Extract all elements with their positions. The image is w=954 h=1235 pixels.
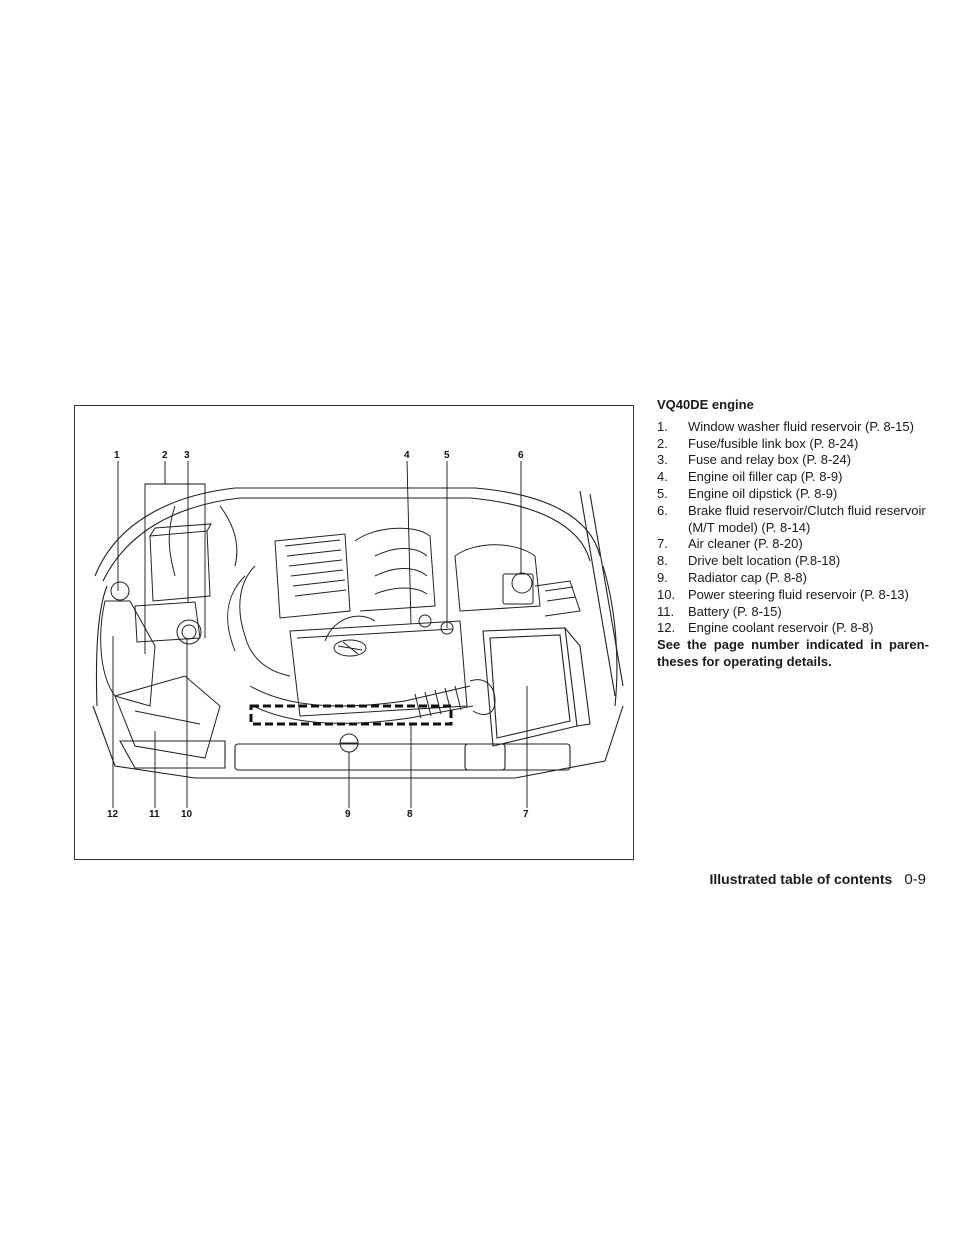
item-number: 5. — [657, 485, 668, 501]
list-item: 4. Engine oil filler cap (P. 8-9) — [657, 469, 929, 486]
engine-illustration: 1 2 3 4 5 6 12 11 10 9 8 7 — [92, 450, 624, 820]
list-item: 10. Power steering fluid reservoir (P. 8-… — [657, 587, 929, 604]
callout-12: 12 — [107, 809, 119, 820]
item-text: Fuse and relay box (P. 8-24) — [688, 452, 852, 468]
item-number: 3. — [657, 452, 668, 468]
engine-legend: VQ40DE engine 1. Window washer fluid rese… — [657, 397, 929, 671]
list-item: 1. Window washer fluid reservoir (P. 8-15… — [657, 419, 929, 436]
list-item: 11. Battery (P. 8-15) — [657, 604, 929, 621]
callout-9: 9 — [345, 809, 351, 820]
legend-list: 1. Window washer fluid reservoir (P. 8-15… — [657, 419, 929, 637]
list-item: 5. Engine oil dipstick (P. 8-9) — [657, 486, 929, 503]
callout-1: 1 — [114, 450, 120, 461]
list-item: 12. Engine coolant reservoir (P. 8-8) — [657, 620, 929, 637]
item-text: Window washer fluid reservoir (P. 8-15) — [688, 418, 914, 434]
list-item: 2. Fuse/fusible link box (P. 8-24) — [657, 436, 929, 453]
operating-details-note: See the page number indicated in paren-t… — [657, 637, 929, 669]
page-number: 0-9 — [904, 871, 926, 888]
callout-7: 7 — [523, 809, 529, 820]
engine-compartment-figure: 1 2 3 4 5 6 12 11 10 9 8 7 — [74, 405, 634, 860]
item-text: Fuse/fusible link box (P. 8-24) — [688, 435, 859, 451]
list-item: 6. Brake fluid reservoir/Clutch fluid res… — [657, 503, 929, 537]
item-text: Air cleaner (P. 8-20) — [688, 536, 803, 552]
item-number: 9. — [657, 569, 668, 585]
item-number: 11. — [657, 603, 675, 619]
callout-4: 4 — [404, 450, 410, 461]
item-text: Power steering fluid reservoir (P. 8-13) — [688, 586, 909, 602]
footer-section-title: Illustrated table of contents — [709, 871, 893, 887]
list-item: 3. Fuse and relay box (P. 8-24) — [657, 452, 929, 469]
item-number: 2. — [657, 435, 668, 451]
callout-8: 8 — [407, 809, 413, 820]
list-item: 7. Air cleaner (P. 8-20) — [657, 536, 929, 553]
item-number: 12. — [657, 620, 676, 636]
item-text: Engine coolant reservoir (P. 8-8) — [688, 620, 874, 636]
list-item: 9. Radiator cap (P. 8-8) — [657, 570, 929, 587]
item-text: Drive belt location (P.8-18) — [688, 553, 841, 569]
page-footer: Illustrated table of contents 0-9 — [710, 871, 927, 888]
item-number: 1. — [657, 418, 668, 434]
item-number: 4. — [657, 469, 668, 485]
item-text: Engine oil dipstick (P. 8-9) — [688, 485, 838, 501]
item-number: 6. — [657, 502, 668, 518]
callout-6: 6 — [518, 450, 524, 461]
callout-2: 2 — [162, 450, 168, 461]
item-text: Brake fluid reservoir/Clutch fluid reser… — [688, 502, 926, 535]
callout-11: 11 — [149, 809, 160, 820]
item-text: Battery (P. 8-15) — [688, 603, 782, 619]
item-text: Radiator cap (P. 8-8) — [688, 569, 807, 585]
callout-5: 5 — [444, 450, 450, 461]
list-item: 8. Drive belt location (P.8-18) — [657, 553, 929, 570]
callout-3: 3 — [184, 450, 190, 461]
item-number: 10. — [657, 586, 676, 602]
item-number: 8. — [657, 553, 668, 569]
callout-10: 10 — [181, 809, 193, 820]
item-text: Engine oil filler cap (P. 8-9) — [688, 469, 843, 485]
item-number: 7. — [657, 536, 668, 552]
section-title: VQ40DE engine — [657, 397, 754, 412]
